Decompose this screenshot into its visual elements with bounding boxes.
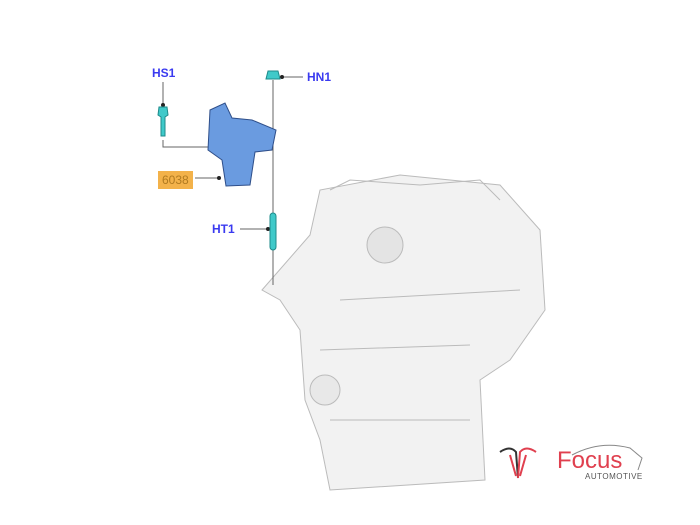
car-outline [571,444,643,471]
logo-name: Focus [557,447,623,474]
engine-illustration [261,174,546,491]
part-number-tag: 6038 [158,171,193,189]
brand-emblem [499,447,537,479]
logo-subtitle: AUTOMOTIVE [585,472,643,481]
nut-hn1 [265,70,281,80]
stud-ht1 [269,212,277,251]
callout-ht1: HT1 [212,222,235,236]
bolt-hs1 [157,106,169,137]
callout-hs1: HS1 [152,66,176,80]
callout-hn1: HN1 [307,70,332,84]
bracket-part-6038 [207,102,277,187]
